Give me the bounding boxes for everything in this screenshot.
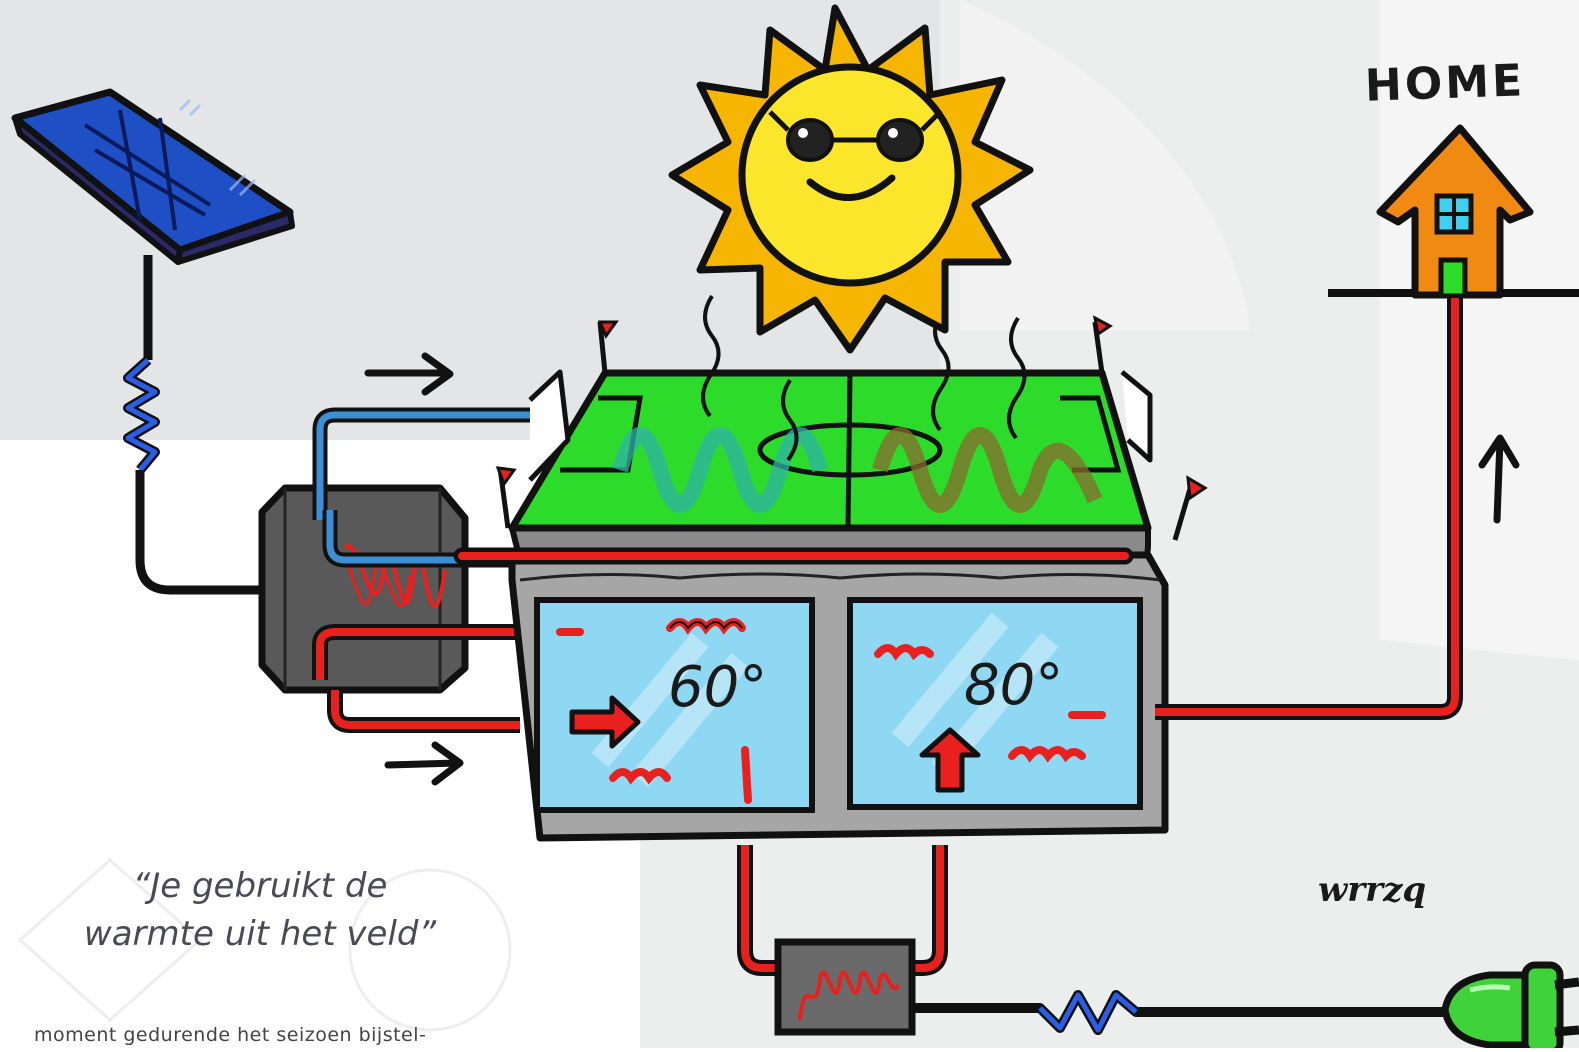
heat-exchanger-box [262, 488, 465, 690]
storage-tank [512, 528, 1165, 838]
sports-field [512, 372, 1150, 528]
quote-line-2: warmte uit het veld” [60, 910, 460, 958]
artist-signature: wrrzq [1318, 870, 1426, 910]
temperature-left-label: 60° [668, 655, 767, 720]
quote-line-1: “Je gebruikt de [60, 862, 460, 910]
quote: “Je gebruikt de warmte uit het veld” [60, 862, 460, 958]
temperature-right-label: 80° [964, 653, 1063, 718]
body-text-fragment: moment gedurende het seizoen bijstel- [34, 1024, 426, 1046]
home-label: HOME [1364, 55, 1526, 112]
